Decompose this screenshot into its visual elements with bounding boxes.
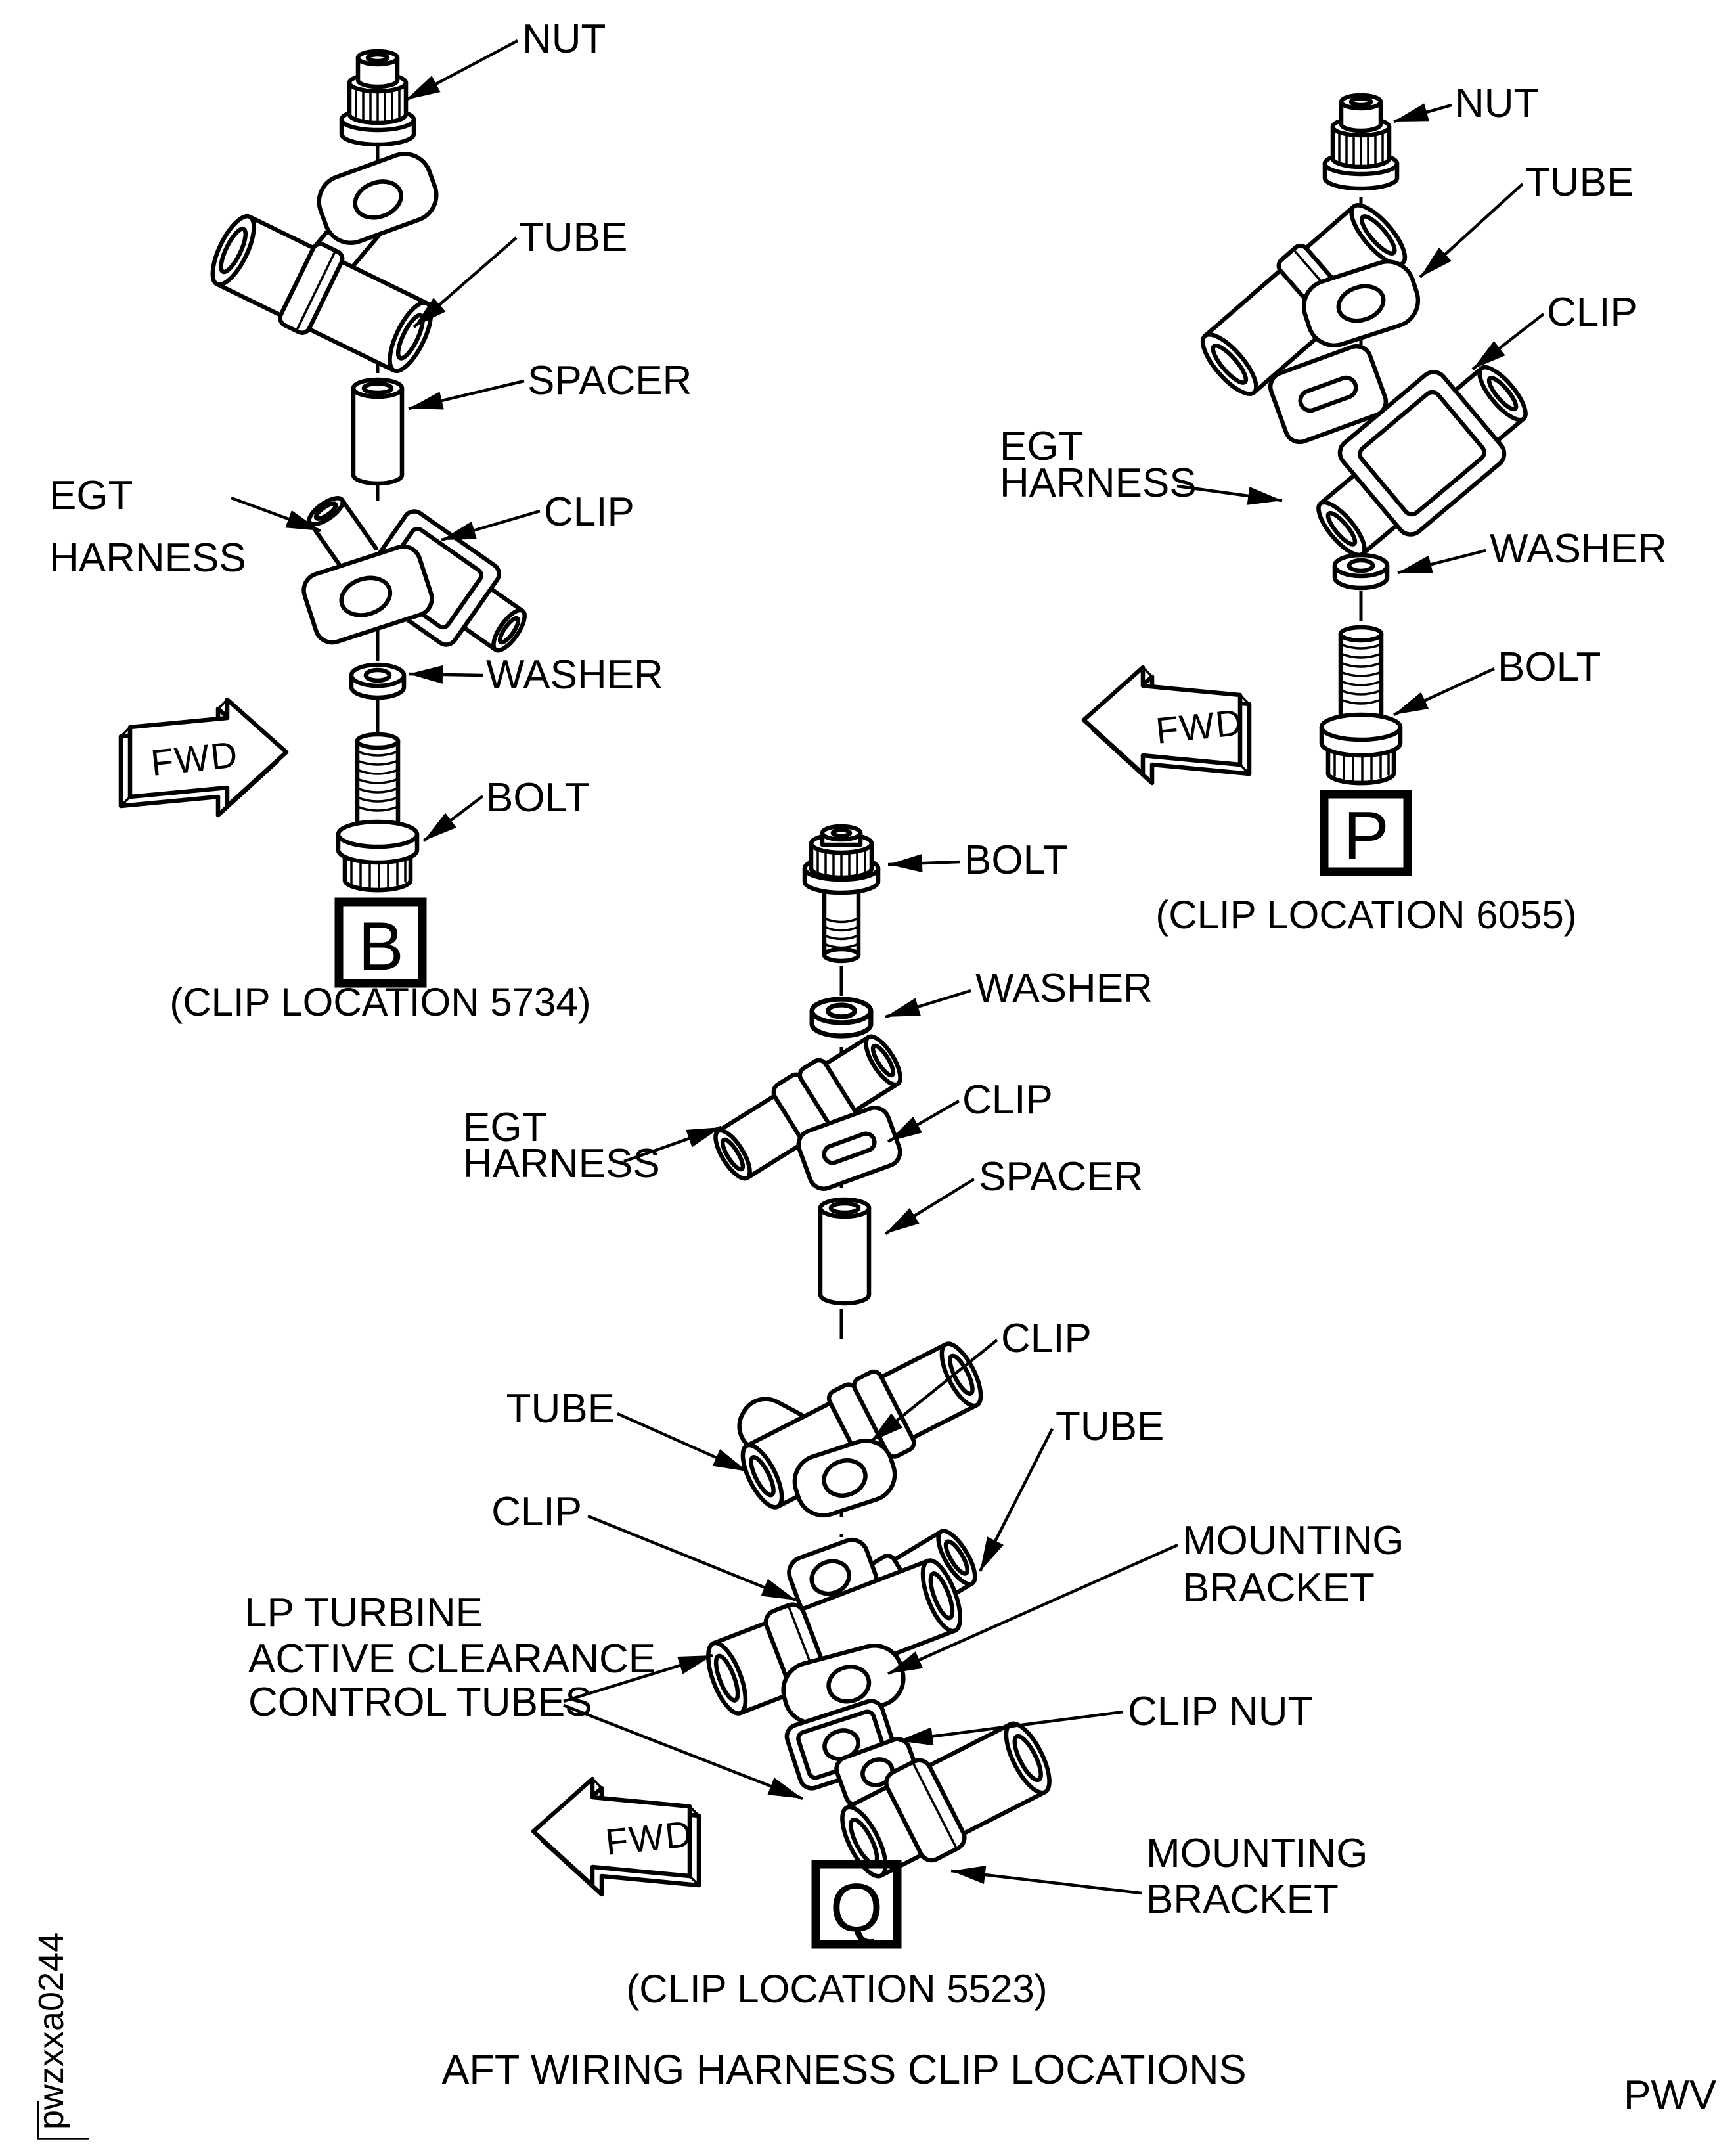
leader-nut-p <box>1393 103 1452 123</box>
leader-clip-top-q <box>887 1100 960 1143</box>
label-bolt-q: BOLT <box>964 838 1067 883</box>
leader-clip-b <box>441 509 541 542</box>
label-lp-1-q: LP TURBINE <box>244 1590 483 1636</box>
leader-tube-left-q <box>617 1412 748 1473</box>
fwd-label-p: FWD <box>1154 701 1245 751</box>
label-clip-top-q: CLIP <box>962 1077 1053 1123</box>
leader-lp-tubes-1-q <box>563 1653 713 1703</box>
label-washer-p: WASHER <box>1490 526 1667 571</box>
clip-illustration-b <box>301 496 527 653</box>
label-tube-b: TUBE <box>519 215 627 260</box>
spacer-illustration-b <box>353 380 402 483</box>
bolt-illustration-q <box>805 826 878 961</box>
leader-bolt-p <box>1393 667 1495 717</box>
label-mb1-2-q: BRACKET <box>1182 1565 1375 1611</box>
leader-tube-right-q <box>978 1427 1054 1573</box>
fwd-arrow-p: FWD <box>1081 665 1252 786</box>
caption-p: (CLIP LOCATION 6055) <box>1155 893 1576 937</box>
label-bolt-b: BOLT <box>486 775 589 820</box>
label-washer-b: WASHER <box>486 652 663 698</box>
label-clip-p: CLIP <box>1547 290 1637 335</box>
tube-clip-illustration-q-a <box>737 1341 983 1518</box>
label-tube-p: TUBE <box>1525 160 1634 205</box>
leader-tube-p <box>1419 183 1524 279</box>
label-lp-2-q: ACTIVE CLEARANCE <box>248 1636 656 1682</box>
caption-b: (CLIP LOCATION 5734) <box>169 980 590 1024</box>
washer-illustration-q <box>812 999 871 1036</box>
leader-lp-tubes-2-q <box>563 1703 803 1801</box>
label-clip-nut-q: CLIP NUT <box>1128 1689 1312 1734</box>
spacer-illustration-q <box>820 1199 869 1303</box>
leader-mounting-bracket-2-q <box>950 1866 1142 1895</box>
leader-bolt-b <box>422 795 484 842</box>
label-spacer-b: SPACER <box>527 358 692 403</box>
label-nut-p: NUT <box>1455 81 1538 126</box>
leader-nut-b <box>405 39 519 101</box>
assembly-p: FWD NUT TUBE CLIP EGT HARNESS WASHER BOL… <box>1000 81 1667 937</box>
fwd-label-b: FWD <box>149 733 240 784</box>
location-letter-b: B <box>358 908 403 985</box>
label-clip-left-q: CLIP <box>491 1489 582 1534</box>
fwd-arrow-b: FWD <box>118 697 289 818</box>
nut-illustration-p <box>1325 95 1397 189</box>
leader-clip-p <box>1471 313 1545 370</box>
leader-egt-b <box>231 496 321 533</box>
location-letter-q: Q <box>830 1870 883 1946</box>
page-code: PWV <box>1624 2072 1717 2118</box>
label-tube-left-q: TUBE <box>506 1386 615 1431</box>
label-egt-1-b: EGT <box>49 473 133 518</box>
caption-q: (CLIP LOCATION 5523) <box>626 1967 1047 2011</box>
assembly-q: FWD BOLT WASHER CLIP EGT HARNESS SPACER … <box>244 826 1404 2011</box>
fwd-arrow-q: FWD <box>531 1776 701 1897</box>
leader-clip-nut-q <box>898 1710 1124 1746</box>
washer-illustration-p <box>1335 555 1387 588</box>
label-clip-right-q: CLIP <box>1001 1316 1092 1361</box>
leader-washer-p <box>1397 549 1486 575</box>
location-letter-p: P <box>1343 798 1389 874</box>
label-mb1-1-q: MOUNTING <box>1182 1518 1404 1563</box>
leader-tube-b <box>412 236 518 328</box>
label-egt-2-b: HARNESS <box>49 535 246 581</box>
leader-spacer-b <box>408 379 525 411</box>
leader-egt-q <box>623 1125 722 1163</box>
label-nut-b: NUT <box>522 16 606 62</box>
label-clip-b: CLIP <box>544 489 634 535</box>
leader-bolt-q <box>887 854 961 873</box>
location-box-q <box>811 1860 902 1949</box>
leader-clip-right-q <box>869 1339 998 1443</box>
label-tube-right-q: TUBE <box>1056 1404 1164 1449</box>
clip-illustration-q-top <box>713 1034 902 1191</box>
washer-illustration-b <box>351 665 404 698</box>
leader-mounting-bracket-1-q <box>887 1543 1178 1676</box>
location-box-b <box>334 897 427 988</box>
label-washer-q: WASHER <box>975 966 1153 1011</box>
tube-illustration-b <box>210 152 439 374</box>
tube-illustration-p <box>1200 203 1421 396</box>
figure-title: AFT WIRING HARNESS CLIP LOCATIONS <box>441 2047 1246 2093</box>
leader-spacer-q <box>884 1178 975 1235</box>
label-egt-2-q: HARNESS <box>463 1141 660 1186</box>
bolt-illustration-b <box>338 734 417 890</box>
fwd-label-q: FWD <box>604 1812 695 1863</box>
clip-illustration-p <box>1268 344 1528 558</box>
leader-washer-q <box>885 989 971 1019</box>
location-box-p <box>1320 790 1412 876</box>
label-mb2-1-q: MOUNTING <box>1146 1831 1368 1876</box>
label-lp-3-q: CONTROL TUBES <box>248 1680 592 1725</box>
label-egt-1-p: EGT <box>1000 424 1083 469</box>
assembly-b: FWD NUT TUBE SPACER EGT HARNESS CLIP WAS… <box>49 16 692 1024</box>
label-egt-1-q: EGT <box>463 1105 546 1150</box>
label-spacer-q: SPACER <box>979 1154 1143 1199</box>
nut-illustration-b <box>342 51 414 145</box>
doc-code: pwzxxa0244 <box>32 1933 71 2130</box>
mounting-bracket-illustration-q-2 <box>834 1721 1052 1879</box>
corner-mark <box>37 2101 89 2140</box>
leader-clip-left-q <box>587 1514 797 1602</box>
leader-egt-p <box>1176 484 1283 505</box>
label-mb2-2-q: BRACKET <box>1146 1877 1339 1922</box>
label-bolt-p: BOLT <box>1498 644 1601 690</box>
label-egt-2-p: HARNESS <box>1000 460 1197 506</box>
leader-washer-b <box>408 665 483 684</box>
bolt-illustration-p <box>1322 627 1400 783</box>
